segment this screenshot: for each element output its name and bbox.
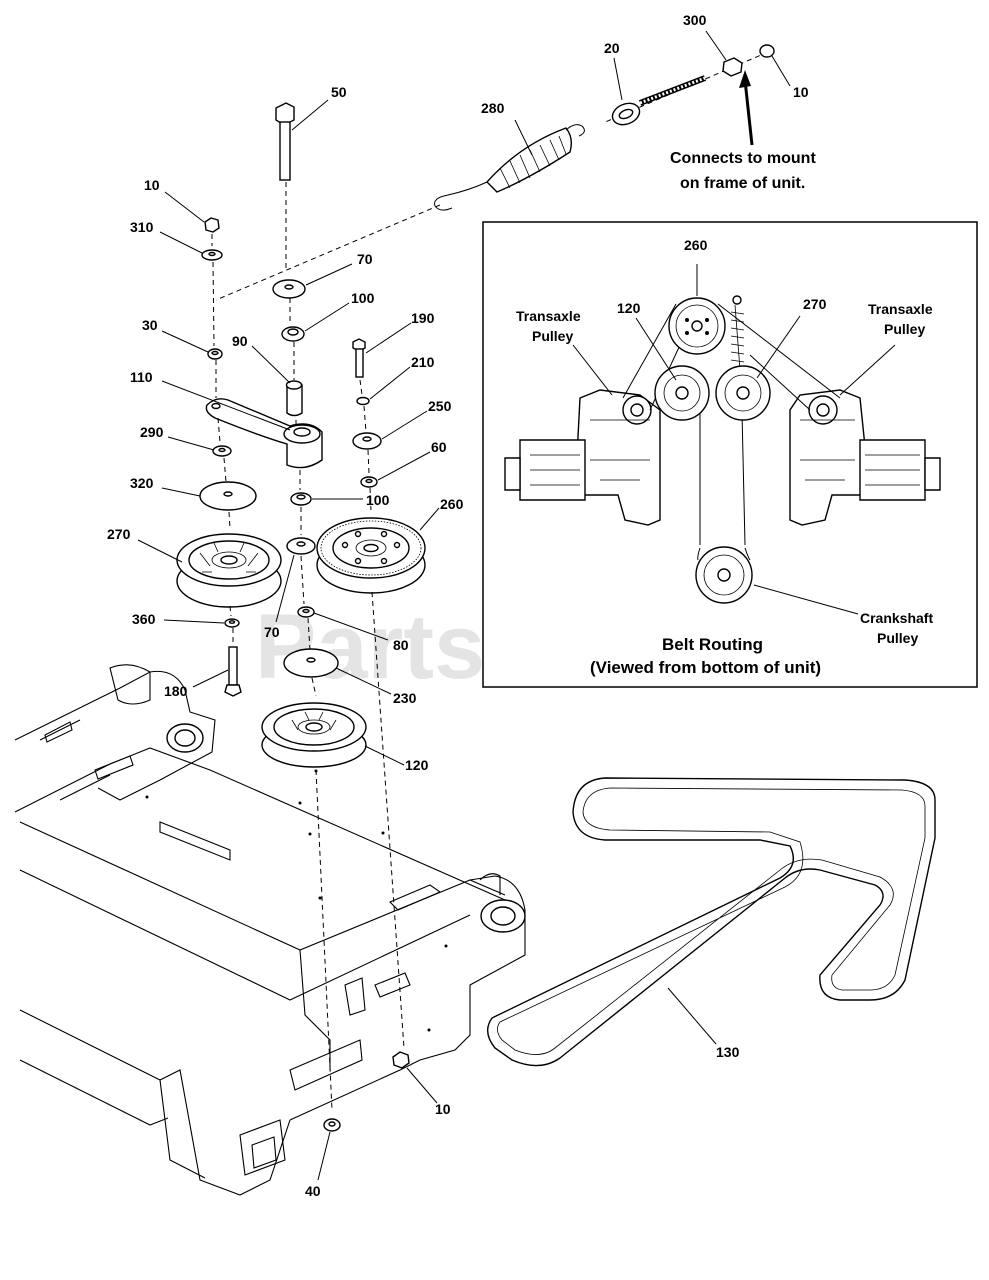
callout-190: 190	[411, 310, 435, 326]
left-stack	[176, 217, 282, 697]
crankshaft-label-line1: Crankshaft	[860, 610, 933, 626]
callout-10-bottom: 10	[435, 1101, 451, 1117]
callout-280: 280	[481, 100, 505, 116]
callout-300: 300	[683, 12, 707, 28]
callout-290: 290	[140, 424, 164, 440]
left-transaxle-label-line1: Transaxle	[516, 308, 581, 324]
drive-belt	[487, 777, 936, 1067]
callout-250: 250	[428, 398, 452, 414]
chassis-frame	[14, 664, 526, 1196]
callout-40: 40	[305, 1183, 321, 1199]
mount-note-line1: Connects to mount	[670, 150, 816, 167]
inset-callout-120: 120	[617, 300, 641, 316]
callout-numbers: 300 20 10 280 50 10 310 70 100 30 90 190…	[107, 12, 809, 1199]
left-transaxle-label-line2: Pulley	[532, 328, 573, 344]
callout-210: 210	[411, 354, 435, 370]
right-transaxle-label-line1: Transaxle	[868, 301, 933, 317]
spring	[434, 124, 585, 211]
callout-10-top: 10	[793, 84, 809, 100]
callout-80: 80	[393, 637, 409, 653]
spring-assembly	[215, 44, 775, 301]
callout-100-top: 100	[351, 290, 375, 306]
leader-lines	[137, 30, 791, 1181]
callout-130: 130	[716, 1044, 740, 1060]
right-transaxle	[789, 389, 941, 526]
right-stack	[316, 338, 426, 1049]
callout-100-lower: 100	[366, 492, 390, 508]
bottom-nuts	[323, 1051, 410, 1132]
left-transaxle	[504, 389, 661, 526]
inset-subtitle: (Viewed from bottom of unit)	[590, 658, 821, 677]
callout-260: 260	[440, 496, 464, 512]
callout-90: 90	[232, 333, 248, 349]
right-transaxle-label-line2: Pulley	[884, 321, 925, 337]
crankshaft-label-line2: Pulley	[877, 630, 918, 646]
mount-note-line2: on frame of unit.	[680, 175, 805, 192]
callout-270: 270	[107, 526, 131, 542]
callout-20: 20	[604, 40, 620, 56]
inset-callout-270: 270	[803, 296, 827, 312]
belt-routing-inset: 260 120 270 Transaxle Pulley Transaxle P…	[482, 221, 978, 688]
callout-360: 360	[132, 611, 156, 627]
callout-120: 120	[405, 757, 429, 773]
callout-30: 30	[142, 317, 158, 333]
callout-230: 230	[393, 690, 417, 706]
callout-110: 110	[130, 369, 153, 385]
pivot-stack	[205, 102, 367, 1111]
callout-10-left: 10	[144, 177, 160, 193]
inset-title: Belt Routing	[662, 635, 763, 654]
callout-50: 50	[331, 84, 347, 100]
callout-70-top: 70	[357, 251, 373, 267]
callout-60: 60	[431, 439, 447, 455]
callout-320: 320	[130, 475, 154, 491]
callout-180: 180	[164, 683, 188, 699]
callout-310: 310	[130, 219, 154, 235]
inset-callout-260: 260	[684, 237, 708, 253]
callout-70-lower: 70	[264, 624, 280, 640]
